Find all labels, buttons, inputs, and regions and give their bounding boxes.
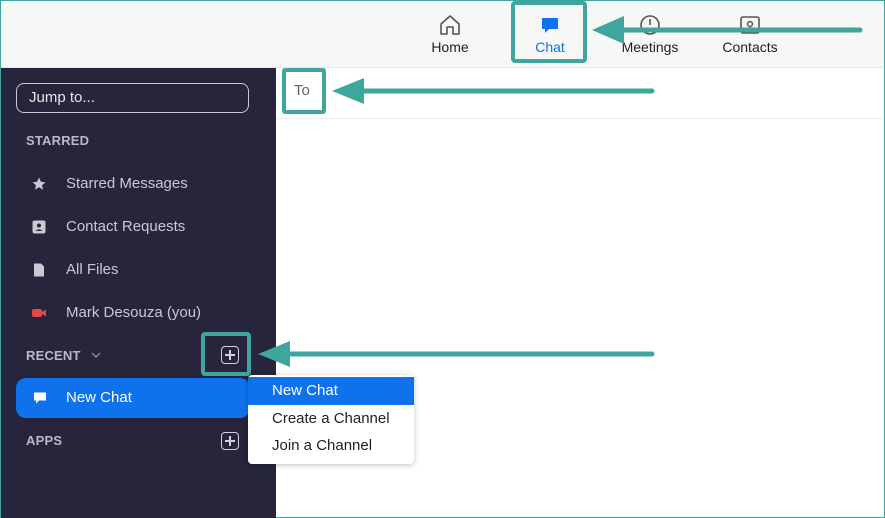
contacts-icon [740, 16, 760, 34]
recipient-row [277, 68, 884, 119]
tab-meetings-label: Meetings [621, 39, 679, 55]
menu-item-create-channel[interactable]: Create a Channel [272, 410, 390, 427]
contact-card-icon [32, 220, 46, 234]
new-chat-label: New Chat [66, 389, 132, 406]
sidebar-item-self[interactable]: Mark Desouza (you) [1, 293, 276, 333]
sidebar-item-label: Mark Desouza (you) [66, 304, 202, 321]
sidebar-item-label: Starred Messages [66, 175, 188, 192]
sidebar-item-all-files[interactable]: All Files [1, 250, 276, 290]
tab-home[interactable]: Home [410, 1, 490, 67]
sidebar-item-contact-requests[interactable]: Contact Requests [1, 207, 276, 247]
add-button-highlight [201, 332, 251, 376]
tab-chat-label: Chat [535, 39, 565, 55]
star-icon [32, 177, 46, 190]
recent-add-button[interactable] [221, 346, 239, 364]
to-field[interactable] [282, 68, 326, 114]
top-nav-bar: Home Chat Meetings Contacts [1, 1, 884, 68]
sidebar-item-starred-messages[interactable]: Starred Messages [1, 164, 276, 204]
chat-tab-highlight [511, 1, 587, 63]
tab-contacts-label: Contacts [722, 39, 778, 55]
file-icon [34, 263, 44, 277]
chevron-down-icon[interactable] [91, 351, 101, 359]
apps-add-button[interactable] [221, 432, 239, 450]
clock-icon [640, 15, 660, 35]
tab-meetings[interactable]: Meetings [610, 1, 690, 67]
tab-home-label: Home [431, 39, 469, 55]
to-label: To [294, 82, 310, 99]
tab-contacts[interactable]: Contacts [710, 1, 790, 67]
chat-icon [542, 18, 558, 33]
sidebar-item-label: Contact Requests [66, 218, 186, 235]
recent-section-label: RECENT [26, 348, 81, 363]
menu-item-new-chat[interactable]: New Chat [248, 377, 414, 405]
sidebar-item-new-chat[interactable]: New Chat [16, 378, 250, 418]
menu-item-join-channel[interactable]: Join a Channel [272, 437, 373, 454]
chat-bubble-icon [34, 392, 46, 404]
tab-chat[interactable]: Chat [510, 1, 590, 67]
home-icon [440, 15, 460, 35]
apps-section-label: APPS [26, 433, 63, 448]
starred-section-label: STARRED [26, 133, 90, 148]
sidebar-item-label: All Files [66, 261, 119, 278]
video-camera-icon [32, 309, 46, 317]
jump-to-search[interactable]: Jump to... [16, 83, 249, 113]
add-menu-dropdown: New Chat Create a Channel Join a Channel [248, 375, 414, 464]
sidebar: Jump to... STARRED Starred Messages Cont… [1, 68, 276, 518]
